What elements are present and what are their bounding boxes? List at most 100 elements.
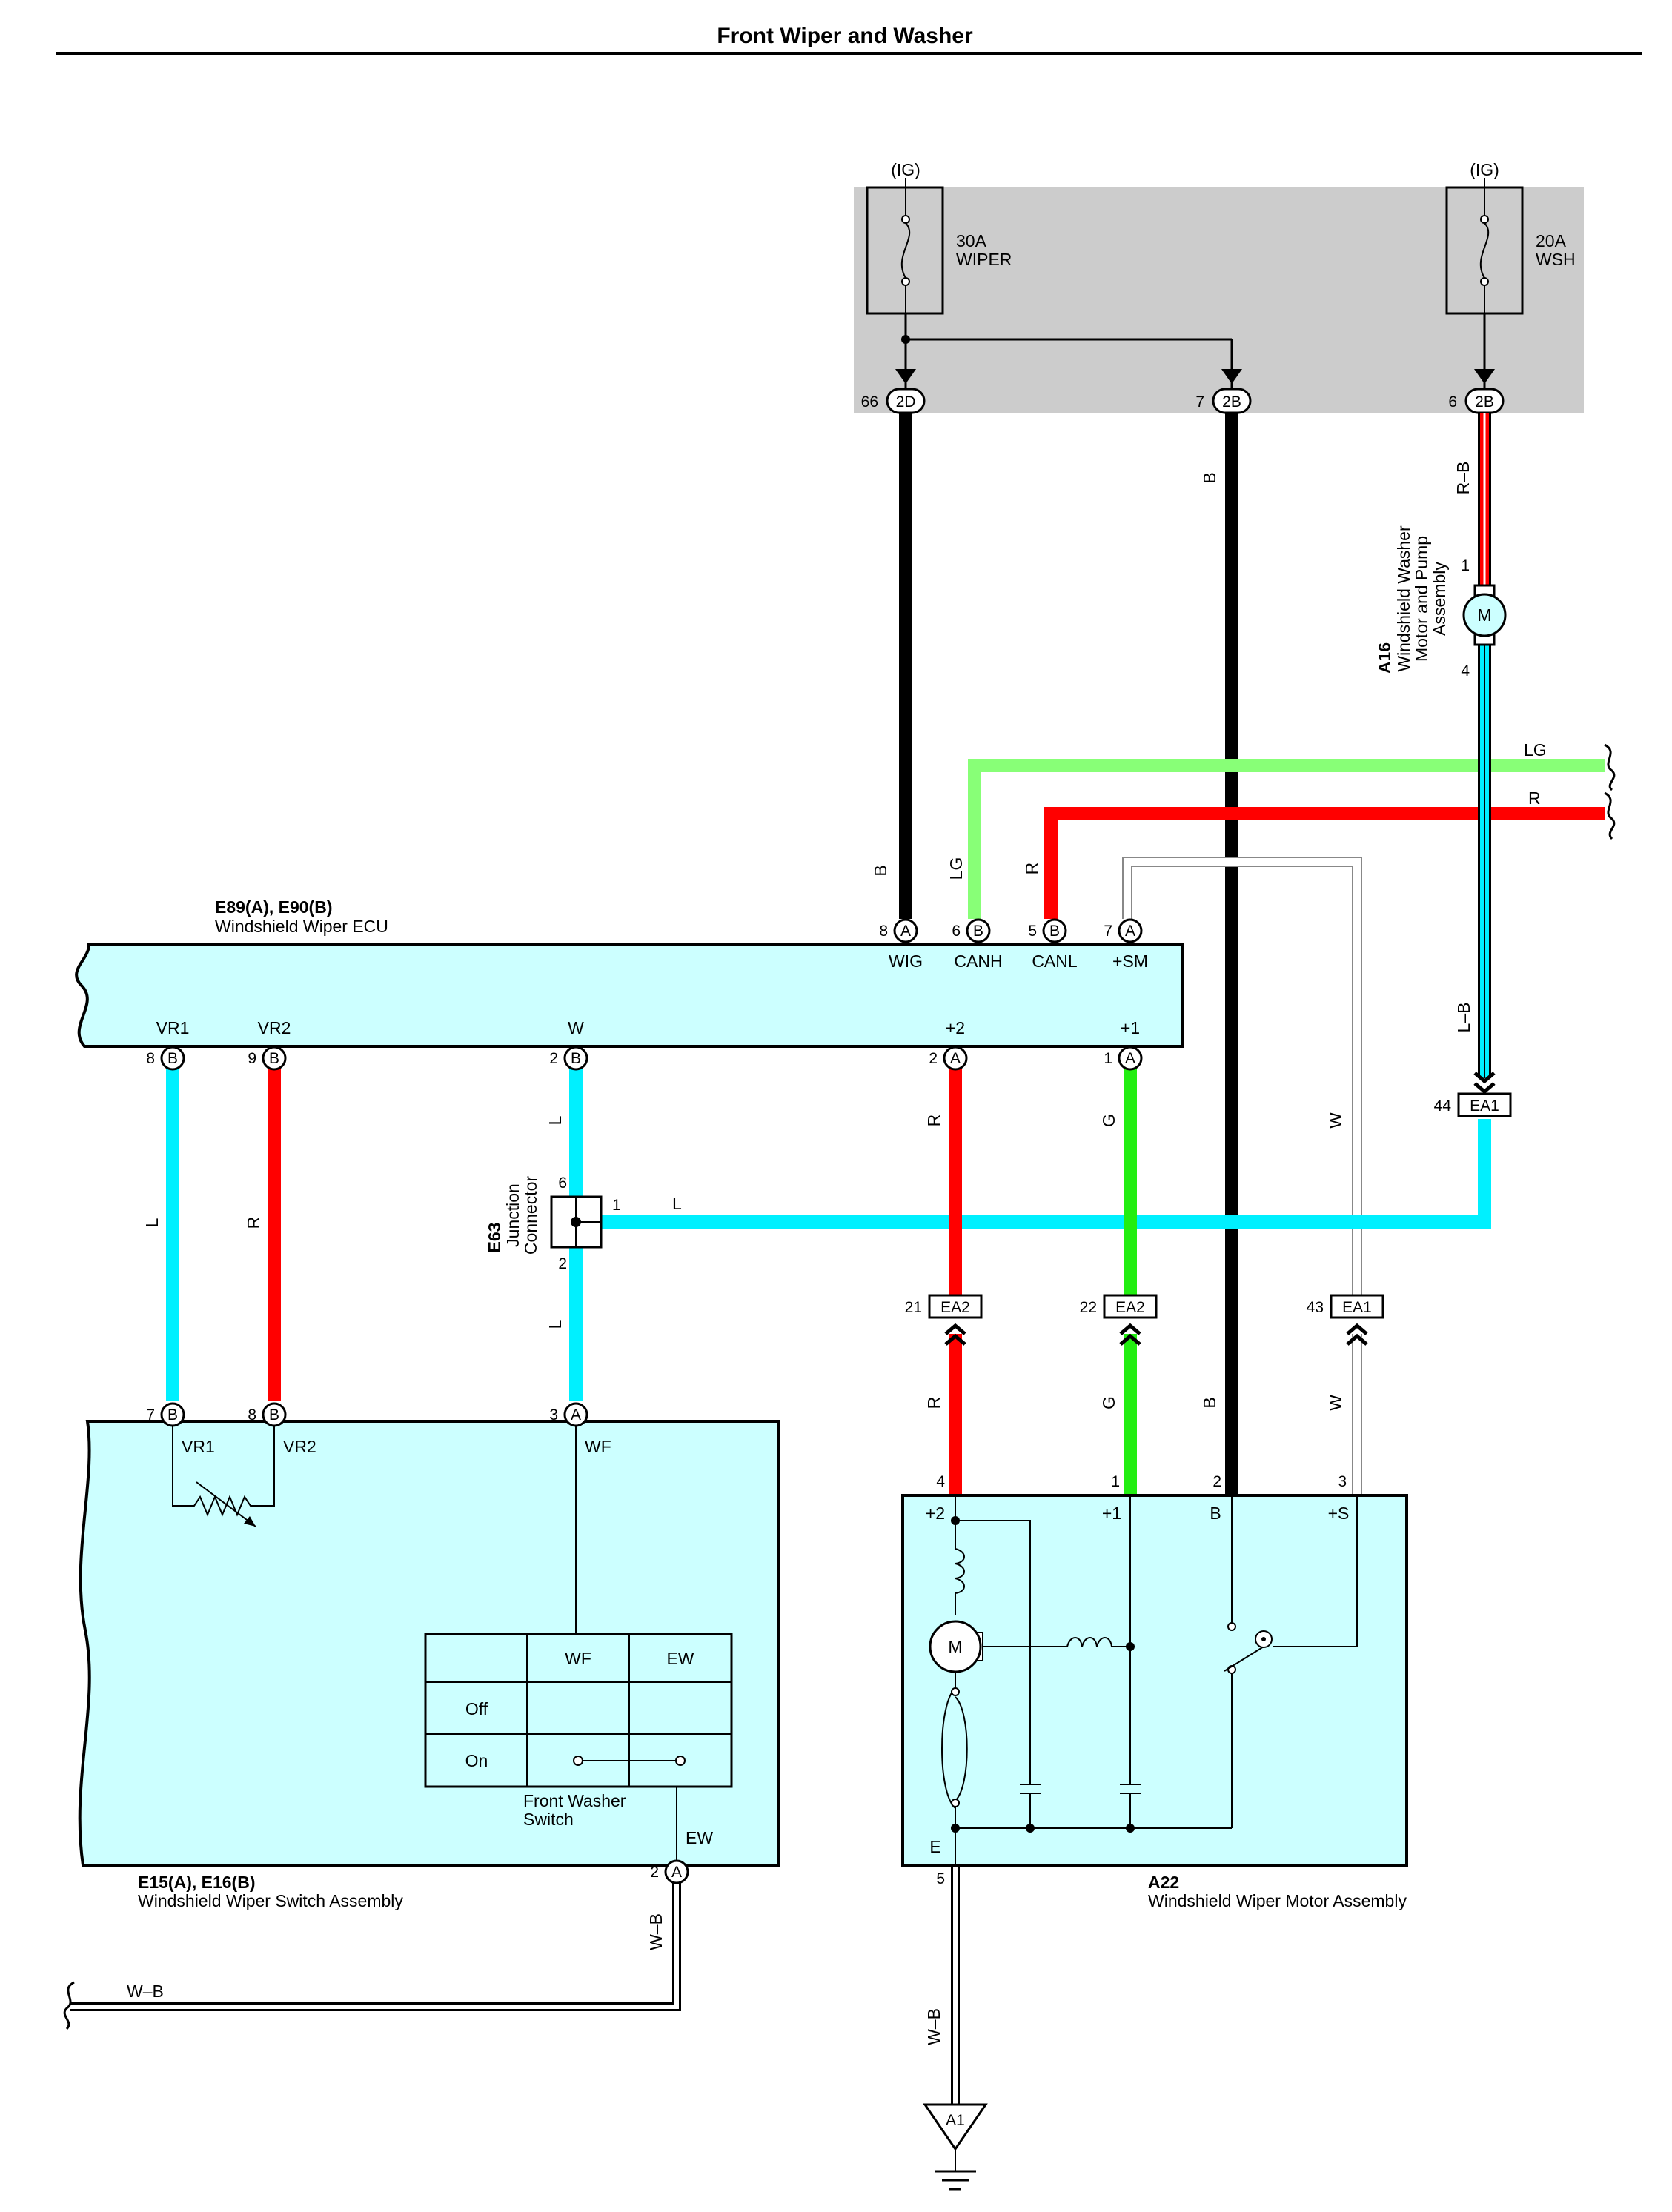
- fuse-box: (IG) (IG) 30A WIPER 20A WSH: [854, 160, 1584, 414]
- svg-text:A1: A1: [946, 2112, 965, 2129]
- svg-text:R: R: [924, 1397, 943, 1409]
- table-header-wf: WF: [565, 1649, 591, 1668]
- ecu-name: Windshield Wiper ECU: [215, 917, 388, 936]
- connector-ea1-top: EA1 44: [1434, 1073, 1512, 1117]
- svg-text:+1: +1: [1121, 1018, 1140, 1037]
- wiper-fuse-name: WIPER: [956, 250, 1012, 269]
- svg-text:LG: LG: [1524, 740, 1547, 760]
- svg-text:EA2: EA2: [1115, 1299, 1145, 1316]
- wiper-switch-assembly: B 7 VR1 B 8 VR2 A 3 WF: [78, 1402, 780, 1910]
- washer-motor-icon: [1462, 593, 1507, 637]
- svg-text:4: 4: [936, 1473, 945, 1490]
- svg-text:L–B: L–B: [1454, 1003, 1473, 1033]
- svg-text:WIG: WIG: [889, 951, 923, 971]
- svg-text:2: 2: [549, 1050, 558, 1067]
- washer-pump-name-2: Motor and Pump: [1412, 536, 1431, 662]
- wire-break-r: [1604, 791, 1616, 840]
- svg-text:EW: EW: [686, 1828, 713, 1847]
- wire-l-junction: [601, 1119, 1491, 1229]
- ecu-pin-canl: B 5 CANL: [1028, 918, 1078, 971]
- washer-switch-caption-1: Front Washer: [523, 1791, 626, 1810]
- junction-connector: 6 1 2 E63 Junction Connector: [485, 1175, 621, 1272]
- washer-switch-caption-2: Switch: [523, 1810, 574, 1829]
- svg-text:7: 7: [146, 1406, 155, 1424]
- svg-text:W: W: [568, 1018, 584, 1037]
- wiper-fuse: 30A WIPER: [866, 178, 1012, 315]
- ig-label-right: (IG): [1470, 160, 1499, 179]
- svg-text:CANL: CANL: [1032, 951, 1078, 971]
- svg-text:L: L: [672, 1194, 682, 1213]
- svg-text:VR2: VR2: [283, 1437, 316, 1456]
- motor-pin-label-plus2: +2: [926, 1504, 945, 1523]
- svg-text:VR1: VR1: [182, 1437, 215, 1456]
- motor-pin-label-b: B: [1210, 1504, 1221, 1523]
- svg-text:2B: 2B: [1222, 393, 1241, 411]
- ecu-pin-wig: A 8 WIG: [879, 918, 923, 971]
- svg-text:R: R: [244, 1217, 263, 1229]
- svg-text:R: R: [1022, 863, 1041, 875]
- svg-text:R: R: [924, 1115, 943, 1127]
- svg-text:2: 2: [929, 1050, 938, 1067]
- motor-assembly-code: A22: [1148, 1873, 1179, 1892]
- front-washer-switch-table: WF EW Off On Front Washer Switch: [424, 1633, 733, 1829]
- wsh-fuse-name: WSH: [1536, 250, 1576, 269]
- svg-text:5: 5: [1028, 923, 1037, 940]
- washer-pump-name-1: Windshield Washer: [1394, 525, 1413, 672]
- switch-body: [78, 1420, 780, 1867]
- ecu-pin-canh: B 6 CANH: [952, 918, 1003, 971]
- connector-2b-right: 2B 6: [1448, 388, 1505, 414]
- svg-text:2B: 2B: [1475, 393, 1494, 411]
- motor-pin-label-e: E: [929, 1837, 940, 1856]
- connector-ea1-right: EA1 43: [1307, 1294, 1384, 1344]
- wsh-fuse-rating: 20A: [1536, 231, 1567, 250]
- svg-text:B: B: [269, 1406, 279, 1424]
- page-title: Front Wiper and Washer: [717, 24, 973, 48]
- svg-text:A: A: [671, 1864, 682, 1881]
- svg-text:3: 3: [1338, 1473, 1347, 1490]
- svg-text:8: 8: [146, 1050, 155, 1067]
- svg-text:L: L: [142, 1218, 162, 1227]
- svg-text:2D: 2D: [896, 393, 916, 411]
- switch-pin-ew: EW A 2: [650, 1828, 713, 1884]
- wire-r-canl: [1044, 807, 1605, 919]
- connector-ea2-left: EA2 21: [905, 1294, 983, 1344]
- svg-text:4: 4: [1461, 662, 1470, 680]
- svg-text:W: W: [1326, 1395, 1345, 1411]
- svg-text:W–B: W–B: [646, 1913, 666, 1950]
- junction-name-1: Junction: [503, 1183, 522, 1247]
- svg-text:W: W: [1326, 1112, 1345, 1129]
- svg-text:VR1: VR1: [156, 1018, 190, 1037]
- motor-pin-label-plus1: +1: [1102, 1504, 1121, 1523]
- wire-break-wb: [63, 1981, 75, 2030]
- svg-text:B: B: [167, 1406, 178, 1424]
- junction-name-2: Connector: [521, 1176, 540, 1255]
- ecu-pin-vr2: VR2 B 9: [248, 1018, 291, 1071]
- svg-text:EA1: EA1: [1470, 1097, 1499, 1115]
- motor-internal-circuit: M: [929, 1495, 1358, 1865]
- ecu-pin-w: W B 2: [549, 1018, 588, 1071]
- svg-text:CANH: CANH: [954, 951, 1002, 971]
- ground-a1: A1: [923, 2103, 988, 2191]
- ig-label-left: (IG): [891, 160, 920, 179]
- motor-assembly-name: Windshield Wiper Motor Assembly: [1148, 1891, 1407, 1910]
- switch-pin-vr1: B 7 VR1: [146, 1402, 215, 1456]
- svg-text:66: 66: [861, 393, 878, 411]
- svg-text:W–B: W–B: [127, 1982, 164, 2001]
- svg-text:6: 6: [558, 1175, 567, 1192]
- svg-text:7: 7: [1104, 923, 1112, 940]
- wsh-fuse: 20A WSH: [1445, 178, 1576, 315]
- connector-2d: 2D 66: [861, 388, 926, 414]
- svg-text:A: A: [900, 923, 911, 940]
- svg-text:B: B: [1200, 472, 1219, 483]
- svg-text:L: L: [545, 1115, 565, 1125]
- svg-text:B: B: [1200, 1397, 1219, 1408]
- table-row-on: On: [465, 1751, 488, 1770]
- svg-text:EA2: EA2: [940, 1299, 970, 1316]
- svg-text:5: 5: [936, 1870, 945, 1887]
- washer-pump-name-3: Assembly: [1430, 562, 1449, 636]
- svg-text:L: L: [545, 1319, 565, 1329]
- table-row-off: Off: [465, 1699, 488, 1718]
- wires: [70, 413, 1605, 2105]
- svg-text:1: 1: [1111, 1473, 1120, 1490]
- svg-text:6: 6: [1448, 393, 1457, 411]
